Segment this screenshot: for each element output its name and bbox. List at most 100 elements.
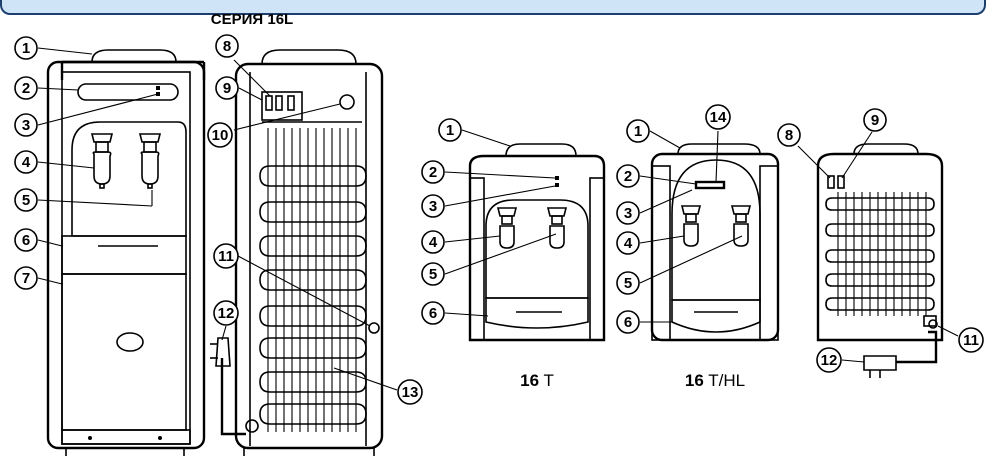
callout-circle <box>863 108 887 132</box>
callout-circle <box>421 194 445 218</box>
callout-number: 12 <box>218 305 235 322</box>
callout-circle <box>215 34 239 58</box>
callout-h4: 4 <box>616 231 640 255</box>
callout-circle <box>438 118 462 142</box>
callout-number: 6 <box>22 232 30 249</box>
callout-t4: 4 <box>421 230 445 254</box>
leader-lines <box>37 47 959 391</box>
door-handle <box>116 332 144 352</box>
callout-number: 14 <box>710 109 727 126</box>
drip-tray-16t <box>485 297 589 329</box>
callout-circle <box>14 76 38 100</box>
callout-circle <box>215 76 239 100</box>
arch-niche-16t-hl <box>671 159 761 301</box>
left-tap-16t-hl <box>680 205 702 247</box>
callout-number: 3 <box>429 198 437 215</box>
bottle-seat-16t-back <box>853 143 919 155</box>
callout-circle <box>14 188 38 212</box>
callout-circle <box>213 243 239 269</box>
right-tap <box>138 133 162 189</box>
caption-16t: 16 T <box>520 371 554 390</box>
callout-number: 4 <box>22 154 31 171</box>
callout-number: 5 <box>624 275 632 292</box>
drain-plug-16t-back <box>928 319 938 329</box>
callout-b11: 11 <box>958 327 984 353</box>
callout-number: 4 <box>429 234 438 251</box>
power-plug-back <box>215 337 231 367</box>
cooler-16l-front <box>46 49 206 456</box>
callout-number: 8 <box>223 38 231 55</box>
fuse-holder <box>339 94 355 110</box>
left-tap-16t <box>496 207 518 249</box>
callout-number: 5 <box>429 266 437 283</box>
callout-number: 2 <box>22 80 30 97</box>
callout-circle <box>14 150 38 174</box>
cooler-16t-back <box>816 143 944 378</box>
callout-number: 5 <box>22 192 30 209</box>
cooler-16t <box>468 143 606 342</box>
callout-circle <box>616 310 640 334</box>
callout-number: 6 <box>429 305 437 322</box>
series-title: СЕРИЯ 16L <box>211 11 293 28</box>
bottle-seat-16t-hl <box>677 143 761 155</box>
lower-cabinet-door <box>61 273 187 431</box>
power-cord-back <box>220 358 246 436</box>
callout-number: 7 <box>22 270 30 287</box>
callout-circle <box>616 271 640 295</box>
callout-number: 11 <box>218 248 234 265</box>
power-plug-16t-back <box>863 355 897 371</box>
callout-circle <box>616 164 640 188</box>
bottle-seat-front <box>91 49 177 63</box>
callout-t6: 6 <box>421 301 445 325</box>
callout-number: 1 <box>634 123 642 140</box>
callout-circle <box>421 262 445 286</box>
caption-16t-hl-number: 16 <box>685 371 704 390</box>
callout-h2: 2 <box>616 164 640 188</box>
callout-circle <box>616 231 640 255</box>
callout-circle <box>14 228 38 252</box>
header-banner <box>0 0 986 15</box>
caption-16t-hl: 16 T/HL <box>685 371 745 390</box>
callout-circle <box>14 266 38 290</box>
cabinet-16t-back <box>816 152 944 342</box>
callout-r13: 13 <box>397 379 423 405</box>
callout-circle <box>14 36 38 60</box>
callout-number: 13 <box>402 384 419 401</box>
bottle-seat-16t <box>505 143 577 157</box>
callout-number: 2 <box>624 168 632 185</box>
switch-panel-back <box>261 91 303 121</box>
callout-circle <box>626 119 650 143</box>
niche-16t <box>485 199 589 299</box>
callout-l6: 6 <box>14 228 38 252</box>
callout-circle <box>958 327 984 353</box>
drip-tray-16t-hl <box>671 299 761 333</box>
callout-circle <box>777 123 801 147</box>
callout-circle <box>213 300 239 326</box>
callout-l5: 5 <box>14 188 38 212</box>
callout-circle <box>207 122 233 148</box>
cooler-16l-back <box>210 49 384 456</box>
callout-number: 9 <box>871 112 879 129</box>
callout-b8: 8 <box>777 123 801 147</box>
callout-number: 2 <box>429 164 437 181</box>
callout-number: 6 <box>624 314 632 331</box>
callout-t3: 3 <box>421 194 445 218</box>
left-tap <box>90 133 114 189</box>
callout-number: 1 <box>446 122 454 139</box>
cabinet-16t <box>468 154 606 342</box>
right-tap-16t <box>546 207 568 249</box>
caption-16t-suffix: T <box>539 371 554 390</box>
callout-circle <box>616 201 640 225</box>
callout-r11: 11 <box>213 243 239 269</box>
callout-circle <box>397 379 423 405</box>
callout-number: 3 <box>624 205 632 222</box>
callout-r10: 10 <box>207 122 233 148</box>
callout-circle <box>421 301 445 325</box>
callout-h6: 6 <box>616 310 640 334</box>
drain-plug-back <box>368 322 380 334</box>
callout-h3: 3 <box>616 201 640 225</box>
callout-number: 12 <box>821 352 838 369</box>
callout-l7: 7 <box>14 266 38 290</box>
